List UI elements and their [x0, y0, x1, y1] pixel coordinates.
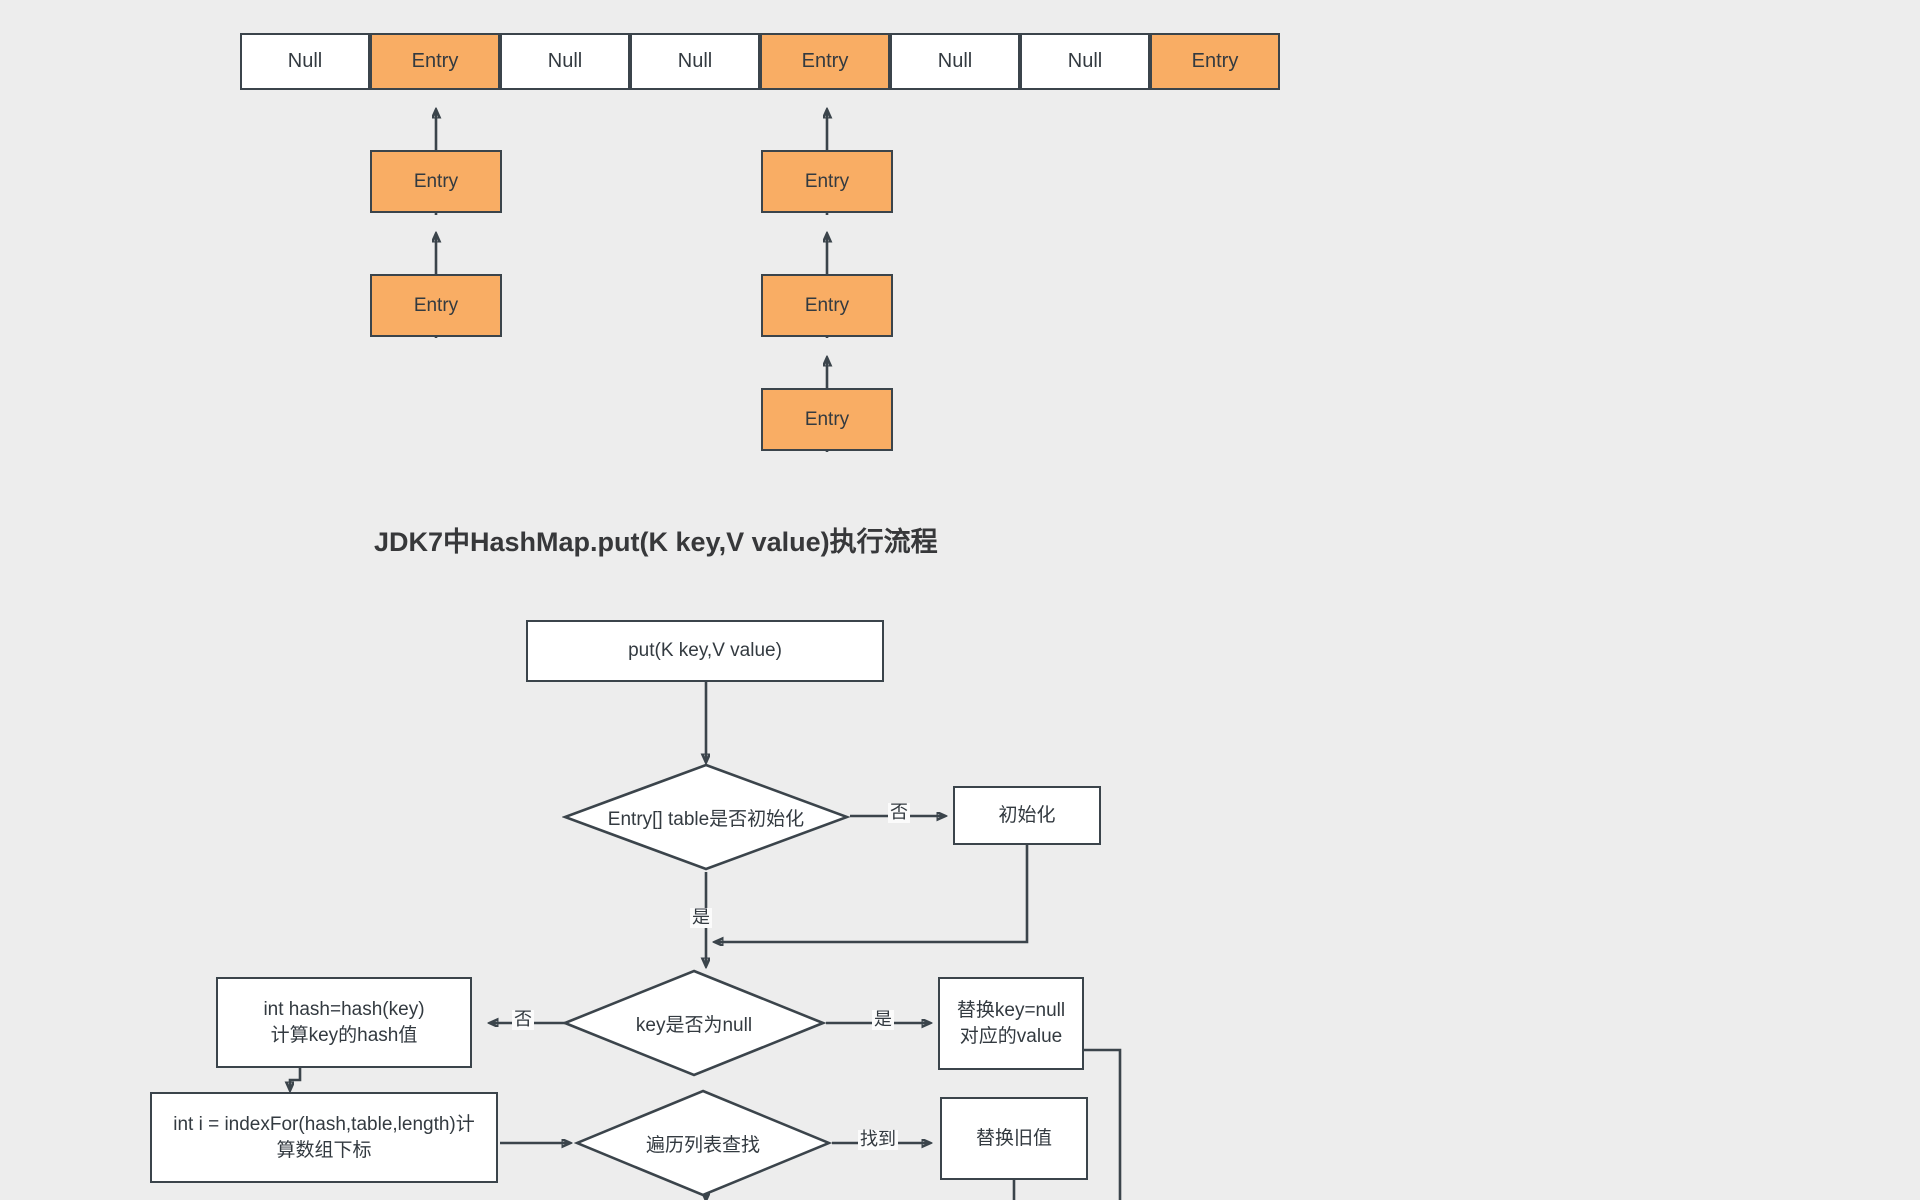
chain-entry-1-0[interactable]: Entry	[370, 150, 502, 213]
bucket-cell-3[interactable]: Null	[630, 33, 760, 90]
flow-decision-table-init[interactable]: Entry[] table是否初始化	[562, 762, 850, 872]
bucket-cell-2[interactable]: Null	[500, 33, 630, 90]
flow-node-index-for[interactable]: int i = indexFor(hash,table,length)计 算数组…	[150, 1092, 498, 1183]
chain-entry-4-2[interactable]: Entry	[761, 388, 893, 451]
bucket-cell-5[interactable]: Null	[890, 33, 1020, 90]
flow-node-start[interactable]: put(K key,V value)	[526, 620, 884, 682]
edge-label-key-null-yes: 是	[872, 1009, 894, 1030]
edge-label-table-init-yes: 是	[690, 907, 712, 928]
flow-node-calc-hash[interactable]: int hash=hash(key) 计算key的hash值	[216, 977, 472, 1068]
bucket-cell-4[interactable]: Entry	[760, 33, 890, 90]
bucket-cell-6[interactable]: Null	[1020, 33, 1150, 90]
bucket-cell-7[interactable]: Entry	[1150, 33, 1280, 90]
flow-node-replace-null-value[interactable]: 替换key=null 对应的value	[938, 977, 1084, 1070]
flow-decision-key-null[interactable]: key是否为null	[562, 968, 826, 1078]
flowchart-title: JDK7中HashMap.put(K key,V value)执行流程	[374, 527, 938, 557]
flow-node-replace-old-value[interactable]: 替换旧值	[940, 1097, 1088, 1180]
chain-entry-4-0[interactable]: Entry	[761, 150, 893, 213]
chain-entry-4-1[interactable]: Entry	[761, 274, 893, 337]
flow-node-init[interactable]: 初始化	[953, 786, 1101, 845]
bucket-cell-0[interactable]: Null	[240, 33, 370, 90]
chain-entry-1-1[interactable]: Entry	[370, 274, 502, 337]
edge-label-key-null-no: 否	[512, 1009, 534, 1030]
edge-label-table-init-no: 否	[888, 802, 910, 823]
edge-label-traverse-found: 找到	[858, 1129, 898, 1150]
flow-decision-traverse[interactable]: 遍历列表查找	[574, 1088, 832, 1198]
bucket-cell-1[interactable]: Entry	[370, 33, 500, 90]
